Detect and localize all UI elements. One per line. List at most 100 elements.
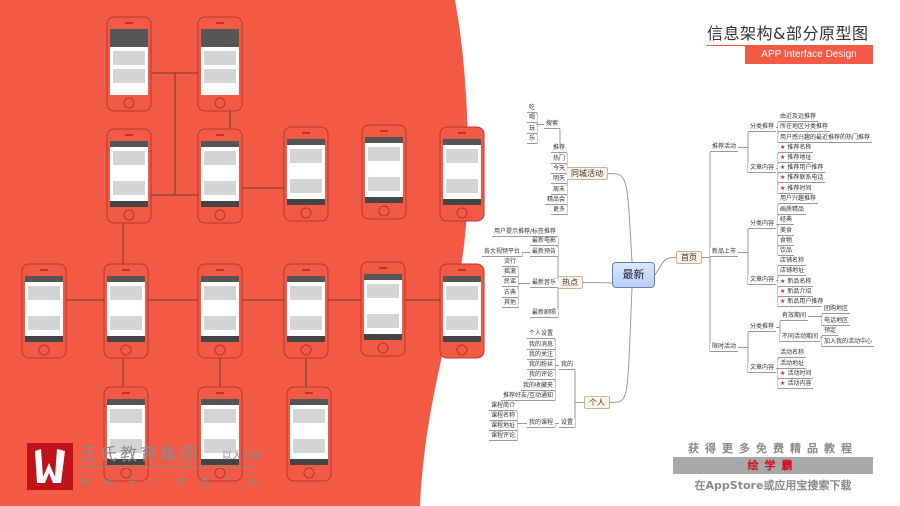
mindmap-node[interactable]: 我的课程	[526, 419, 555, 428]
mindmap-node[interactable]: 吃	[526, 104, 537, 113]
phone-wireframe[interactable]	[197, 16, 243, 112]
mindmap-node[interactable]: 美食	[778, 227, 795, 236]
mindmap-node[interactable]: 饮品	[778, 247, 795, 256]
mindmap-node[interactable]: 不同活动期间	[780, 333, 821, 342]
node-label: 所在地区分类推荐	[780, 123, 829, 130]
phone-wireframe[interactable]	[106, 16, 152, 112]
node-label: 设置	[560, 419, 573, 426]
mindmap-node[interactable]: 食物	[778, 237, 795, 246]
mindmap-node[interactable]: 我的收藏夹	[520, 382, 555, 391]
mindmap-node[interactable]: 活动名称	[778, 349, 807, 358]
mindmap-node[interactable]: 新品上市	[710, 248, 739, 257]
mindmap-node[interactable]: 推荐好友/互动通知	[500, 392, 555, 401]
mindmap-node[interactable]: ★推荐联系电话	[778, 174, 826, 183]
phone-wireframe[interactable]	[439, 126, 485, 222]
phone-wireframe[interactable]	[197, 263, 243, 359]
mindmap-node[interactable]: 民谣	[501, 278, 518, 287]
mindmap-node[interactable]: 由近及远推荐	[778, 113, 819, 122]
mindmap-node[interactable]: 搜索	[543, 120, 560, 129]
phone-wireframe[interactable]	[286, 386, 332, 482]
mindmap-node[interactable]: 乐	[526, 135, 537, 144]
mindmap-node[interactable]: 我的	[558, 361, 575, 370]
mindmap-node[interactable]: 活动地址	[778, 360, 807, 369]
mindmap-node[interactable]: 古典	[501, 289, 518, 298]
mindmap-node[interactable]: 其他	[501, 299, 518, 308]
mindmap-node[interactable]: 电话地区	[822, 317, 851, 326]
mindmap-node[interactable]: 店铺名称	[778, 257, 807, 266]
mindmap-node[interactable]: 加入我的活动中心	[822, 338, 875, 347]
mindmap-node[interactable]: 同城活动	[566, 167, 608, 180]
mindmap-node[interactable]: 明天	[550, 175, 567, 184]
mindmap-node[interactable]: 我的评论	[526, 371, 555, 380]
mindmap-node[interactable]: 摇滚	[501, 268, 518, 277]
phone-wireframe[interactable]	[361, 124, 407, 220]
mindmap-node[interactable]: 课程简介	[488, 402, 517, 411]
phone-wireframe[interactable]	[106, 128, 152, 224]
mindmap-node[interactable]: 所在地区分类推荐	[778, 123, 831, 132]
mindmap-node[interactable]: 店铺地址	[778, 267, 807, 276]
mindmap-node[interactable]: 文章内容	[748, 164, 777, 173]
mindmap-node[interactable]: 分类推荐	[748, 123, 777, 132]
mindmap-node[interactable]: ★推荐时间	[778, 185, 814, 194]
mindmap-node[interactable]: ★新品用户推荐	[778, 298, 826, 307]
mindmap-node[interactable]: 文章内容	[748, 364, 777, 373]
mindmap-node[interactable]: ★新品介绍	[778, 288, 814, 297]
mindmap-node[interactable]: 个人设置	[526, 330, 555, 339]
mindmap-node[interactable]: 首页	[676, 251, 702, 264]
mindmap-node[interactable]: 热门	[550, 155, 567, 164]
phone-wireframe[interactable]	[197, 128, 243, 224]
phone-wireframe[interactable]	[197, 386, 243, 482]
mindmap-node[interactable]: 用户感兴趣的最近推荐的热门推荐	[778, 134, 873, 143]
mindmap-node[interactable]: 我的粉丝	[526, 361, 555, 370]
mindmap-node[interactable]: 课程名称	[488, 412, 517, 421]
phone-wireframe[interactable]	[283, 126, 329, 222]
mindmap-node[interactable]: ★推荐名称	[778, 144, 814, 153]
phone-wireframe[interactable]	[439, 263, 485, 359]
mindmap-node[interactable]: 有效期间	[780, 312, 809, 321]
mindmap-node[interactable]: ★活动时间	[778, 370, 814, 379]
mindmap-node[interactable]: ★新品名称	[778, 278, 814, 287]
mindmap-node[interactable]: 团购地区	[822, 305, 851, 314]
mindmap-node[interactable]: 更多	[550, 206, 567, 215]
phone-wireframe[interactable]	[283, 263, 329, 359]
mindmap-node[interactable]: 推荐	[550, 144, 567, 153]
mindmap-node[interactable]: 课程地址	[488, 422, 517, 431]
mindmap-node[interactable]: 分类推荐	[748, 323, 777, 332]
mindmap-node[interactable]: 用户兴趣推荐	[778, 195, 819, 204]
mindmap-node[interactable]: 最新电影	[529, 237, 558, 246]
phone-wireframe[interactable]	[103, 386, 149, 482]
mindmap-node[interactable]: 热点	[557, 276, 583, 289]
mindmap-node[interactable]: 文章内容	[748, 276, 777, 285]
node-label: 玩	[528, 125, 535, 132]
mindmap-node[interactable]: 今天	[550, 165, 567, 174]
mindmap-node[interactable]: 个人	[584, 396, 610, 409]
mindmap-node[interactable]: 画质精品	[778, 206, 807, 215]
mindmap-node[interactable]: 喝	[526, 114, 537, 123]
mindmap-node[interactable]: 玩	[526, 125, 537, 134]
mindmap-node[interactable]: 用户提示推荐/标签推荐	[491, 228, 558, 237]
mindmap-node[interactable]: 流行	[501, 258, 518, 267]
node-label: 活动地址	[780, 360, 805, 367]
mindmap-node[interactable]: ★活动内容	[778, 380, 814, 389]
mindmap-node[interactable]: 经典	[778, 216, 795, 225]
mindmap-node[interactable]: 最新剧照	[529, 309, 558, 318]
mindmap-node[interactable]: 预定	[822, 327, 839, 336]
mindmap-node[interactable]: ★推荐地址	[778, 154, 814, 163]
mindmap-node[interactable]: ★推荐用户推荐	[778, 164, 826, 173]
mindmap-node[interactable]: 周末	[550, 186, 567, 195]
mindmap-node[interactable]: 我的消息	[526, 341, 555, 350]
phone-wireframe[interactable]	[103, 263, 149, 359]
mindmap-node[interactable]: 各大视频平台	[481, 248, 522, 257]
mindmap-node[interactable]: 最新预告	[529, 248, 558, 257]
mindmap-node[interactable]: 精品会	[544, 196, 567, 205]
mindmap-node[interactable]: 设置	[558, 419, 575, 428]
mindmap-node[interactable]: 我的关注	[526, 351, 555, 360]
mindmap-node[interactable]: 推荐活动	[710, 143, 739, 152]
mindmap-node[interactable]: 限时活动	[710, 343, 739, 352]
mindmap-center-node[interactable]: 最新	[612, 262, 655, 288]
mindmap-node[interactable]: 课程评论	[488, 432, 517, 441]
phone-wireframe[interactable]	[360, 261, 406, 357]
mindmap-node[interactable]: 分类内容	[748, 220, 777, 229]
phone-wireframe[interactable]	[21, 263, 67, 359]
mindmap-node[interactable]: 最新音乐	[529, 279, 558, 288]
